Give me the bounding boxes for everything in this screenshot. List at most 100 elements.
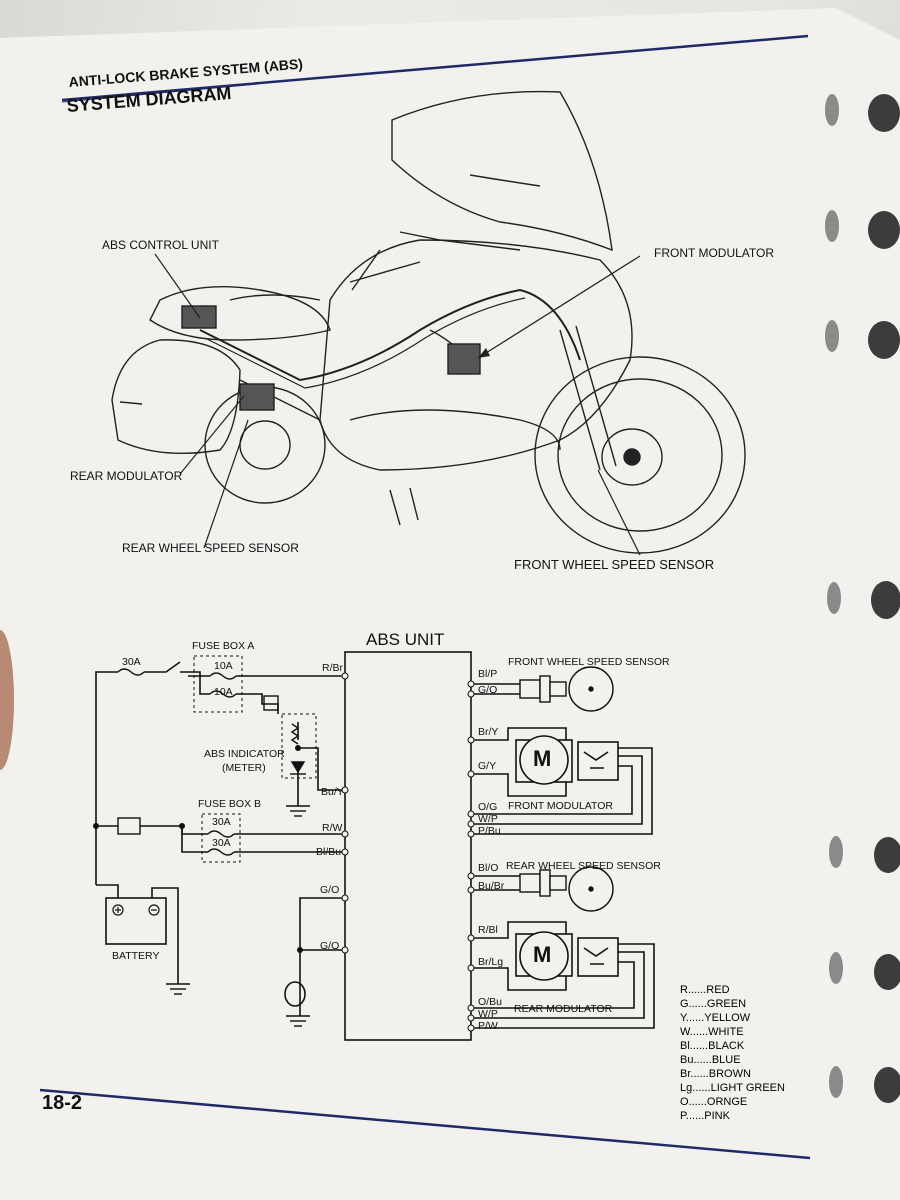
legend-dots: ...... <box>690 1068 709 1080</box>
legend-color-name: BLACK <box>708 1040 745 1052</box>
wire-label-left: R/W <box>322 822 343 834</box>
legend-color-name: PINK <box>704 1110 730 1122</box>
battery-terminals <box>112 904 160 916</box>
footer-rule <box>39 1088 811 1160</box>
rear-modulator-schematic-label: REAR MODULATOR <box>514 1003 613 1015</box>
legend-row: G......GREEN <box>680 998 800 1012</box>
front-wheel-speed-sensor-schematic-label: FRONT WHEEL SPEED SENSOR <box>508 656 670 668</box>
legend-row: P......PINK <box>680 1110 800 1124</box>
legend-color-name: BLUE <box>711 1054 741 1066</box>
legend-code: P <box>680 1110 686 1122</box>
legend-row: Bl......BLACK <box>680 1040 800 1054</box>
legend-code: W <box>680 1026 690 1038</box>
legend-color-name: ORNGE <box>706 1096 748 1108</box>
wire-label-right: P/W <box>478 1020 498 1032</box>
legend-dots: ...... <box>689 1040 709 1052</box>
wire-label-left: G/O <box>320 884 340 896</box>
leader-lines <box>154 253 641 556</box>
legend-code: Br <box>680 1068 691 1080</box>
legend-code: Y <box>680 1012 686 1024</box>
fuse-b2-rating: 30A <box>212 837 231 849</box>
fuse-b1-rating: 30A <box>212 816 231 828</box>
wire-label-right: Bl/P <box>478 668 498 680</box>
legend-color-name: BROWN <box>708 1068 751 1080</box>
legend-code: Bl <box>680 1040 690 1052</box>
rear-wheel-speed-sensor-schematic-label: REAR WHEEL SPEED SENSOR <box>506 860 661 872</box>
legend-color-name: LIGHT GREEN <box>710 1082 785 1094</box>
fuse-box-b-label: FUSE BOX B <box>198 798 262 810</box>
wire-label-left: Bu/Y <box>321 786 344 798</box>
wire-label-right: Bl/O <box>478 862 499 874</box>
abs-indicator-sublabel: (METER) <box>222 762 266 774</box>
abs-unit-label: ABS UNIT <box>366 630 445 649</box>
legend-code: R <box>680 984 688 996</box>
wire-label-right: R/Bl <box>478 924 498 936</box>
ground-terminal <box>284 981 306 1007</box>
legend-dots: ...... <box>685 1012 705 1024</box>
wire-label-right: W/P <box>478 813 498 825</box>
abs-indicator-label: ABS INDICATOR <box>204 748 285 760</box>
legend-dots: ...... <box>688 998 707 1010</box>
front-wheel-speed-sensor-label: FRONT WHEEL SPEED SENSOR <box>514 557 715 572</box>
legend-color-name: RED <box>706 984 730 996</box>
front-motor-symbol: M <box>533 746 552 771</box>
wire-label-left: Bl/Bu <box>316 846 342 858</box>
header-rule <box>61 34 809 102</box>
legend-row: Lg......LIGHT GREEN <box>680 1082 800 1096</box>
legend-code: Bu <box>680 1054 694 1066</box>
wire-label-right: Br/Y <box>478 726 499 738</box>
legend-dots: ...... <box>693 1054 712 1066</box>
wire-label-right: O/G <box>478 801 498 813</box>
legend-color-name: WHITE <box>708 1026 744 1038</box>
front-modulator-label: FRONT MODULATOR <box>654 246 775 260</box>
wire-label-right: W/P <box>478 1008 498 1020</box>
legend-row: Bu......BLUE <box>680 1054 800 1068</box>
front-modulator-schematic-label: FRONT MODULATOR <box>508 800 614 812</box>
legend-color-name: YELLOW <box>704 1012 751 1024</box>
legend-code: O <box>680 1096 689 1108</box>
wiring-schematic <box>95 651 655 1041</box>
wire-label-right: G/Y <box>478 760 497 772</box>
arrow-front-modulator <box>478 348 490 358</box>
wire-label-left: G/O <box>320 940 340 952</box>
legend-code: G <box>680 998 689 1010</box>
wire-label-right: P/Bu <box>478 825 501 837</box>
fuse-main-rating: 30A <box>122 656 141 668</box>
ground-symbols <box>166 805 310 1027</box>
rear-modulator-label: REAR MODULATOR <box>70 469 183 483</box>
legend-row: Y......YELLOW <box>680 1012 800 1026</box>
page-number: 18-2 <box>42 1092 83 1114</box>
unit-terminals <box>341 672 475 1032</box>
wire-label-right: O/Bu <box>478 996 502 1008</box>
binder-holes-left <box>825 94 843 1098</box>
legend-dots: ...... <box>687 984 707 996</box>
modulator-motors <box>515 735 619 981</box>
wire-label-right: G/O <box>478 684 498 696</box>
fuse-a2-rating: 10A <box>214 686 233 698</box>
legend-row: R......RED <box>680 984 800 998</box>
fuse-symbols <box>117 655 317 863</box>
wire-label-right: Bu/Br <box>478 880 505 892</box>
wire-label-right: Br/Lg <box>478 956 504 968</box>
paper-sheet <box>0 8 900 1200</box>
legend-code: Lg <box>680 1082 693 1094</box>
legend-dots: ...... <box>685 1110 705 1122</box>
legend-dots: ...... <box>688 1096 707 1108</box>
abs-control-unit-label: ABS CONTROL UNIT <box>102 238 219 252</box>
fuse-box-a-label: FUSE BOX A <box>192 640 255 652</box>
thumb <box>0 630 14 770</box>
speed-sensors <box>519 666 614 912</box>
header-subrule <box>61 83 259 103</box>
legend-color-name: GREEN <box>706 998 747 1010</box>
wire-label-left: R/Br <box>322 662 343 674</box>
legend-row: W......WHITE <box>680 1026 800 1040</box>
battery-label: BATTERY <box>112 950 160 962</box>
fuse-a1-rating: 10A <box>214 660 233 672</box>
legend-row: O......ORNGE <box>680 1096 800 1110</box>
legend-row: Br......BROWN <box>680 1068 800 1082</box>
rear-wheel-speed-sensor-label: REAR WHEEL SPEED SENSOR <box>122 541 299 555</box>
legend-dots: ...... <box>692 1082 711 1094</box>
